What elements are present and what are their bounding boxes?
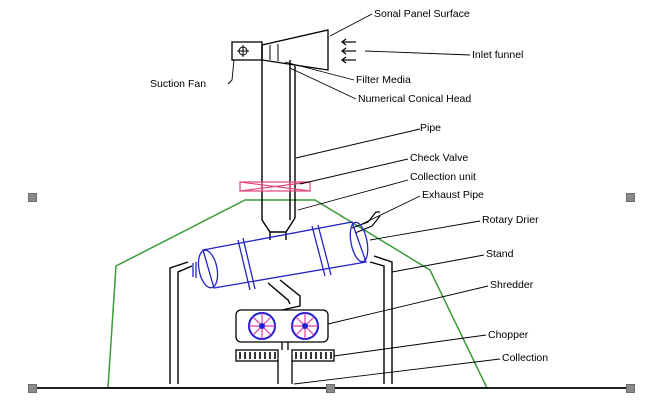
label-collection-unit: Collection unit: [410, 171, 476, 183]
leader-lines: [227, 13, 501, 385]
label-pipe: Pipe: [420, 122, 441, 134]
inlet-arrows-icon: [341, 38, 356, 64]
label-suction-fan: Suction Fan: [150, 78, 206, 90]
label-collection: Collection: [502, 352, 548, 364]
label-rotary-drier: Rotary Drier: [482, 214, 539, 226]
label-chopper: Chopper: [488, 329, 529, 341]
label-conical-head: Numerical Conical Head: [358, 93, 471, 105]
resize-handle-bottom-left[interactable]: [28, 384, 37, 393]
shredder: [235, 309, 329, 343]
label-exhaust-pipe: Exhaust Pipe: [422, 189, 484, 201]
resize-handle-bottom-right[interactable]: [626, 384, 635, 393]
collection-unit: [261, 217, 296, 240]
resize-handle-bottom-center[interactable]: [326, 384, 335, 393]
stand: [169, 255, 393, 384]
label-filter-media: Filter Media: [356, 74, 411, 86]
rotary-drier: [192, 221, 369, 291]
label-inlet-funnel: Inlet funnel: [472, 49, 523, 61]
label-stand: Stand: [486, 248, 514, 260]
check-valve: [239, 181, 311, 192]
inlet-funnel: [261, 29, 329, 71]
drier-chute: [267, 279, 301, 311]
pipe: [261, 60, 296, 220]
chopper: [235, 349, 335, 362]
label-shredder: Shredder: [490, 279, 534, 291]
collection-outlet: [277, 342, 293, 384]
filter-media: [269, 44, 279, 61]
label-check-valve: Check Valve: [410, 152, 468, 164]
resize-handle-left[interactable]: [28, 193, 37, 202]
label-solar-panel: Sonal Panel Surface: [374, 8, 470, 20]
suction-fan: [231, 41, 263, 61]
resize-handle-right[interactable]: [626, 193, 635, 202]
